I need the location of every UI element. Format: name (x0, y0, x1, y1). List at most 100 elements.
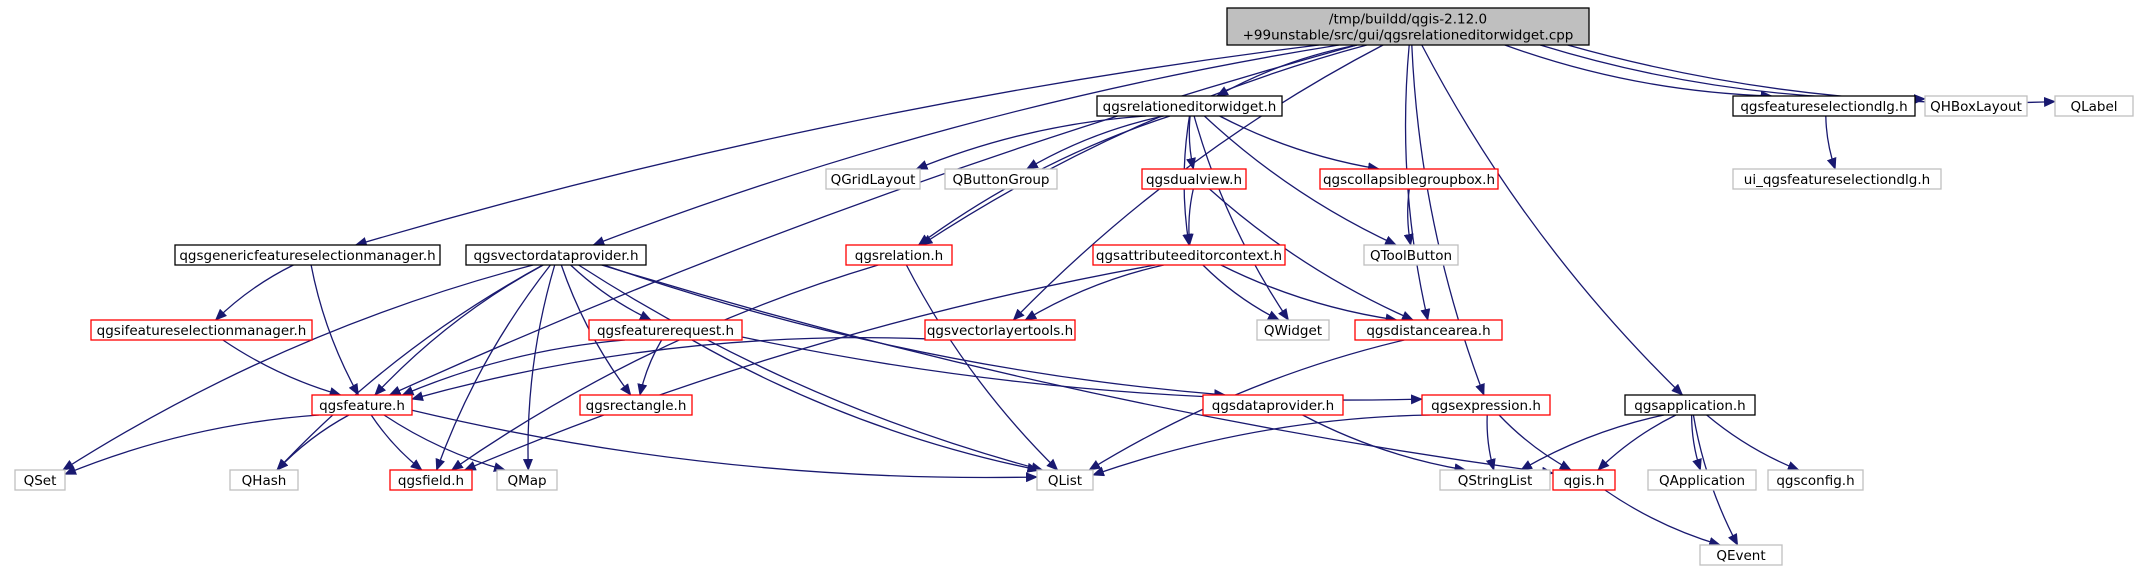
node-box[interactable] (90, 319, 313, 341)
edge-qgsexpression-h-to-qgis-h (1498, 414, 1572, 471)
node-box[interactable] (924, 319, 1076, 341)
node-box[interactable] (944, 168, 1058, 190)
node-box[interactable] (1141, 168, 1247, 190)
node-box[interactable] (1699, 544, 1783, 566)
node-qgsgenericfeatureselectionmanager-h[interactable]: qgsgenericfeatureselectionmanager.h (174, 244, 441, 266)
node-qhboxlayout[interactable]: QHBoxLayout (1924, 95, 2028, 117)
node-label: QEvent (1716, 548, 1765, 564)
node-box[interactable] (1767, 469, 1864, 491)
node-label: qgsdistancearea.h (1366, 323, 1490, 339)
node-box[interactable] (1363, 244, 1459, 266)
node-qlabel[interactable]: QLabel (2054, 95, 2134, 117)
node-box[interactable] (229, 469, 299, 491)
node-qlist[interactable]: QList (1036, 469, 1094, 491)
node-qset[interactable]: QSet (14, 469, 66, 491)
node-qwidget[interactable]: QWidget (1256, 319, 1330, 341)
edge-qgsfeature-h-to-qmap (383, 414, 506, 472)
edge-root-to-qgsvectordataprovider-h (592, 44, 1340, 246)
node-label: QButtonGroup (953, 172, 1050, 188)
node-qgsdistancearea-h[interactable]: qgsdistancearea.h (1354, 319, 1503, 341)
node-qbuttongroup[interactable]: QButtonGroup (944, 168, 1058, 190)
node-qgsattributeeditorcontext-h[interactable]: qgsattributeeditorcontext.h (1092, 244, 1286, 266)
edge-root-to-qgsrelation-h (920, 44, 1367, 246)
node-qgsfeature-h[interactable]: qgsfeature.h (311, 394, 413, 416)
node-box[interactable] (1256, 319, 1330, 341)
node-label: qgsdataprovider.h (1212, 398, 1334, 414)
node-label: qgsconfig.h (1776, 473, 1854, 489)
node-qgsifeatureselectionmanager-h[interactable]: qgsifeatureselectionmanager.h (90, 319, 313, 341)
node-qgsdataprovider-h[interactable]: qgsdataprovider.h (1202, 394, 1344, 416)
edge-qgsrelationeditorwidget-h-to-qgridlayout (915, 115, 1147, 170)
node-box[interactable] (588, 319, 743, 341)
edge-qgsfeature-h-to-qhash (276, 414, 350, 471)
node-qgsconfig-h[interactable]: qgsconfig.h (1767, 469, 1864, 491)
node-qgsfeatureselectiondlg-h[interactable]: qgsfeatureselectiondlg.h (1732, 95, 1916, 117)
node-qtoolbutton[interactable]: QToolButton (1363, 244, 1459, 266)
node-qapplication[interactable]: QApplication (1647, 469, 1757, 491)
node-box[interactable] (465, 244, 647, 266)
node-label: QLabel (2070, 99, 2117, 115)
node-box[interactable] (1202, 394, 1344, 416)
node-box[interactable] (1421, 394, 1551, 416)
node-box[interactable] (2054, 95, 2134, 117)
edge-qgsapplication-h-to-qapplication (1690, 414, 1702, 471)
node-box[interactable] (579, 394, 693, 416)
edge-qgsapplication-h-to-qgis-h (1597, 414, 1677, 471)
node-box[interactable] (1354, 319, 1503, 341)
edge-qgsfeature-h-to-qgsfield-h (370, 414, 423, 471)
edge-qgsexpression-h-to-qstringlist (1485, 414, 1496, 471)
edge-qgsrelationeditorwidget-h-to-qwidget (1193, 115, 1289, 321)
edge-qgsdistancearea-h-to-qlist (1088, 339, 1405, 471)
node-qhash[interactable]: QHash (229, 469, 299, 491)
edge-qgsvectordataprovider-h-to-qgis-h (601, 264, 1554, 477)
node-box[interactable] (1552, 469, 1616, 491)
node-box[interactable] (389, 469, 473, 491)
node-box[interactable] (1319, 168, 1499, 190)
node-label: QHBoxLayout (1930, 99, 2022, 115)
node-box[interactable] (311, 394, 413, 416)
node-ui-qgsfeatureselectiondlg-h[interactable]: ui_qgsfeatureselectiondlg.h (1732, 168, 1942, 190)
edge-qgsdualview-h-to-qgsdistancearea-h (1209, 188, 1414, 321)
node-box[interactable] (174, 244, 441, 266)
node-qgsvectordataprovider-h[interactable]: qgsvectordataprovider.h (465, 244, 647, 266)
node-box[interactable] (1439, 469, 1551, 491)
node-box[interactable] (845, 244, 953, 266)
node-qgsdualview-h[interactable]: qgsdualview.h (1141, 168, 1247, 190)
node-box[interactable] (1092, 244, 1286, 266)
node-qgsrelation-h[interactable]: qgsrelation.h (845, 244, 953, 266)
node-qgsexpression-h[interactable]: qgsexpression.h (1421, 394, 1551, 416)
node-box[interactable] (1924, 95, 2028, 117)
node-box[interactable] (1647, 469, 1757, 491)
node-box[interactable] (1732, 168, 1942, 190)
node-box[interactable] (825, 168, 921, 190)
node-box[interactable] (1036, 469, 1094, 491)
node-box[interactable] (1732, 95, 1916, 117)
edge-qgsattributeeditorcontext-h-to-qgsdistancearea-h (1220, 264, 1398, 324)
edge-qgsfeature-h-to-qlist (411, 409, 1038, 483)
node-label: qgsvectordataprovider.h (473, 248, 638, 264)
node-box[interactable] (1226, 7, 1590, 46)
node-qgridlayout[interactable]: QGridLayout (825, 168, 921, 190)
node-qevent[interactable]: QEvent (1699, 544, 1783, 566)
node-box[interactable] (1624, 394, 1756, 416)
node-qgsapplication-h[interactable]: qgsapplication.h (1624, 394, 1756, 416)
node-qgsfield-h[interactable]: qgsfield.h (389, 469, 473, 491)
nodes: /tmp/buildd/qgis-2.12.0+99unstable/src/g… (14, 7, 2134, 566)
node-qgsfeaturerequest-h[interactable]: qgsfeaturerequest.h (588, 319, 743, 341)
node-qstringlist[interactable]: QStringList (1439, 469, 1551, 491)
edge-qgsrelation-h-to-qlist (905, 264, 1059, 471)
edge-qgsrelationeditorwidget-h-to-qgscollapsiblegroupbox-h (1219, 115, 1380, 173)
edge-qgsvectordataprovider-h-to-qgsdataprovider-h (603, 264, 1227, 400)
node-box[interactable] (496, 469, 558, 491)
node-qmap[interactable]: QMap (496, 469, 558, 491)
node-box[interactable] (14, 469, 66, 491)
node-qgsvectorlayertools-h[interactable]: qgsvectorlayertools.h (924, 319, 1076, 341)
node-box[interactable] (1096, 95, 1283, 117)
node-label: qgsfeature.h (319, 398, 405, 414)
node-qgsrelationeditorwidget-h[interactable]: qgsrelationeditorwidget.h (1096, 95, 1283, 117)
node-qgsrectangle-h[interactable]: qgsrectangle.h (579, 394, 693, 416)
edge-root-to-qlabel (1567, 44, 2056, 107)
node-qgscollapsiblegroupbox-h[interactable]: qgscollapsiblegroupbox.h (1319, 168, 1499, 190)
node-root[interactable]: /tmp/buildd/qgis-2.12.0+99unstable/src/g… (1226, 7, 1590, 46)
node-qgis-h[interactable]: qgis.h (1552, 469, 1616, 491)
